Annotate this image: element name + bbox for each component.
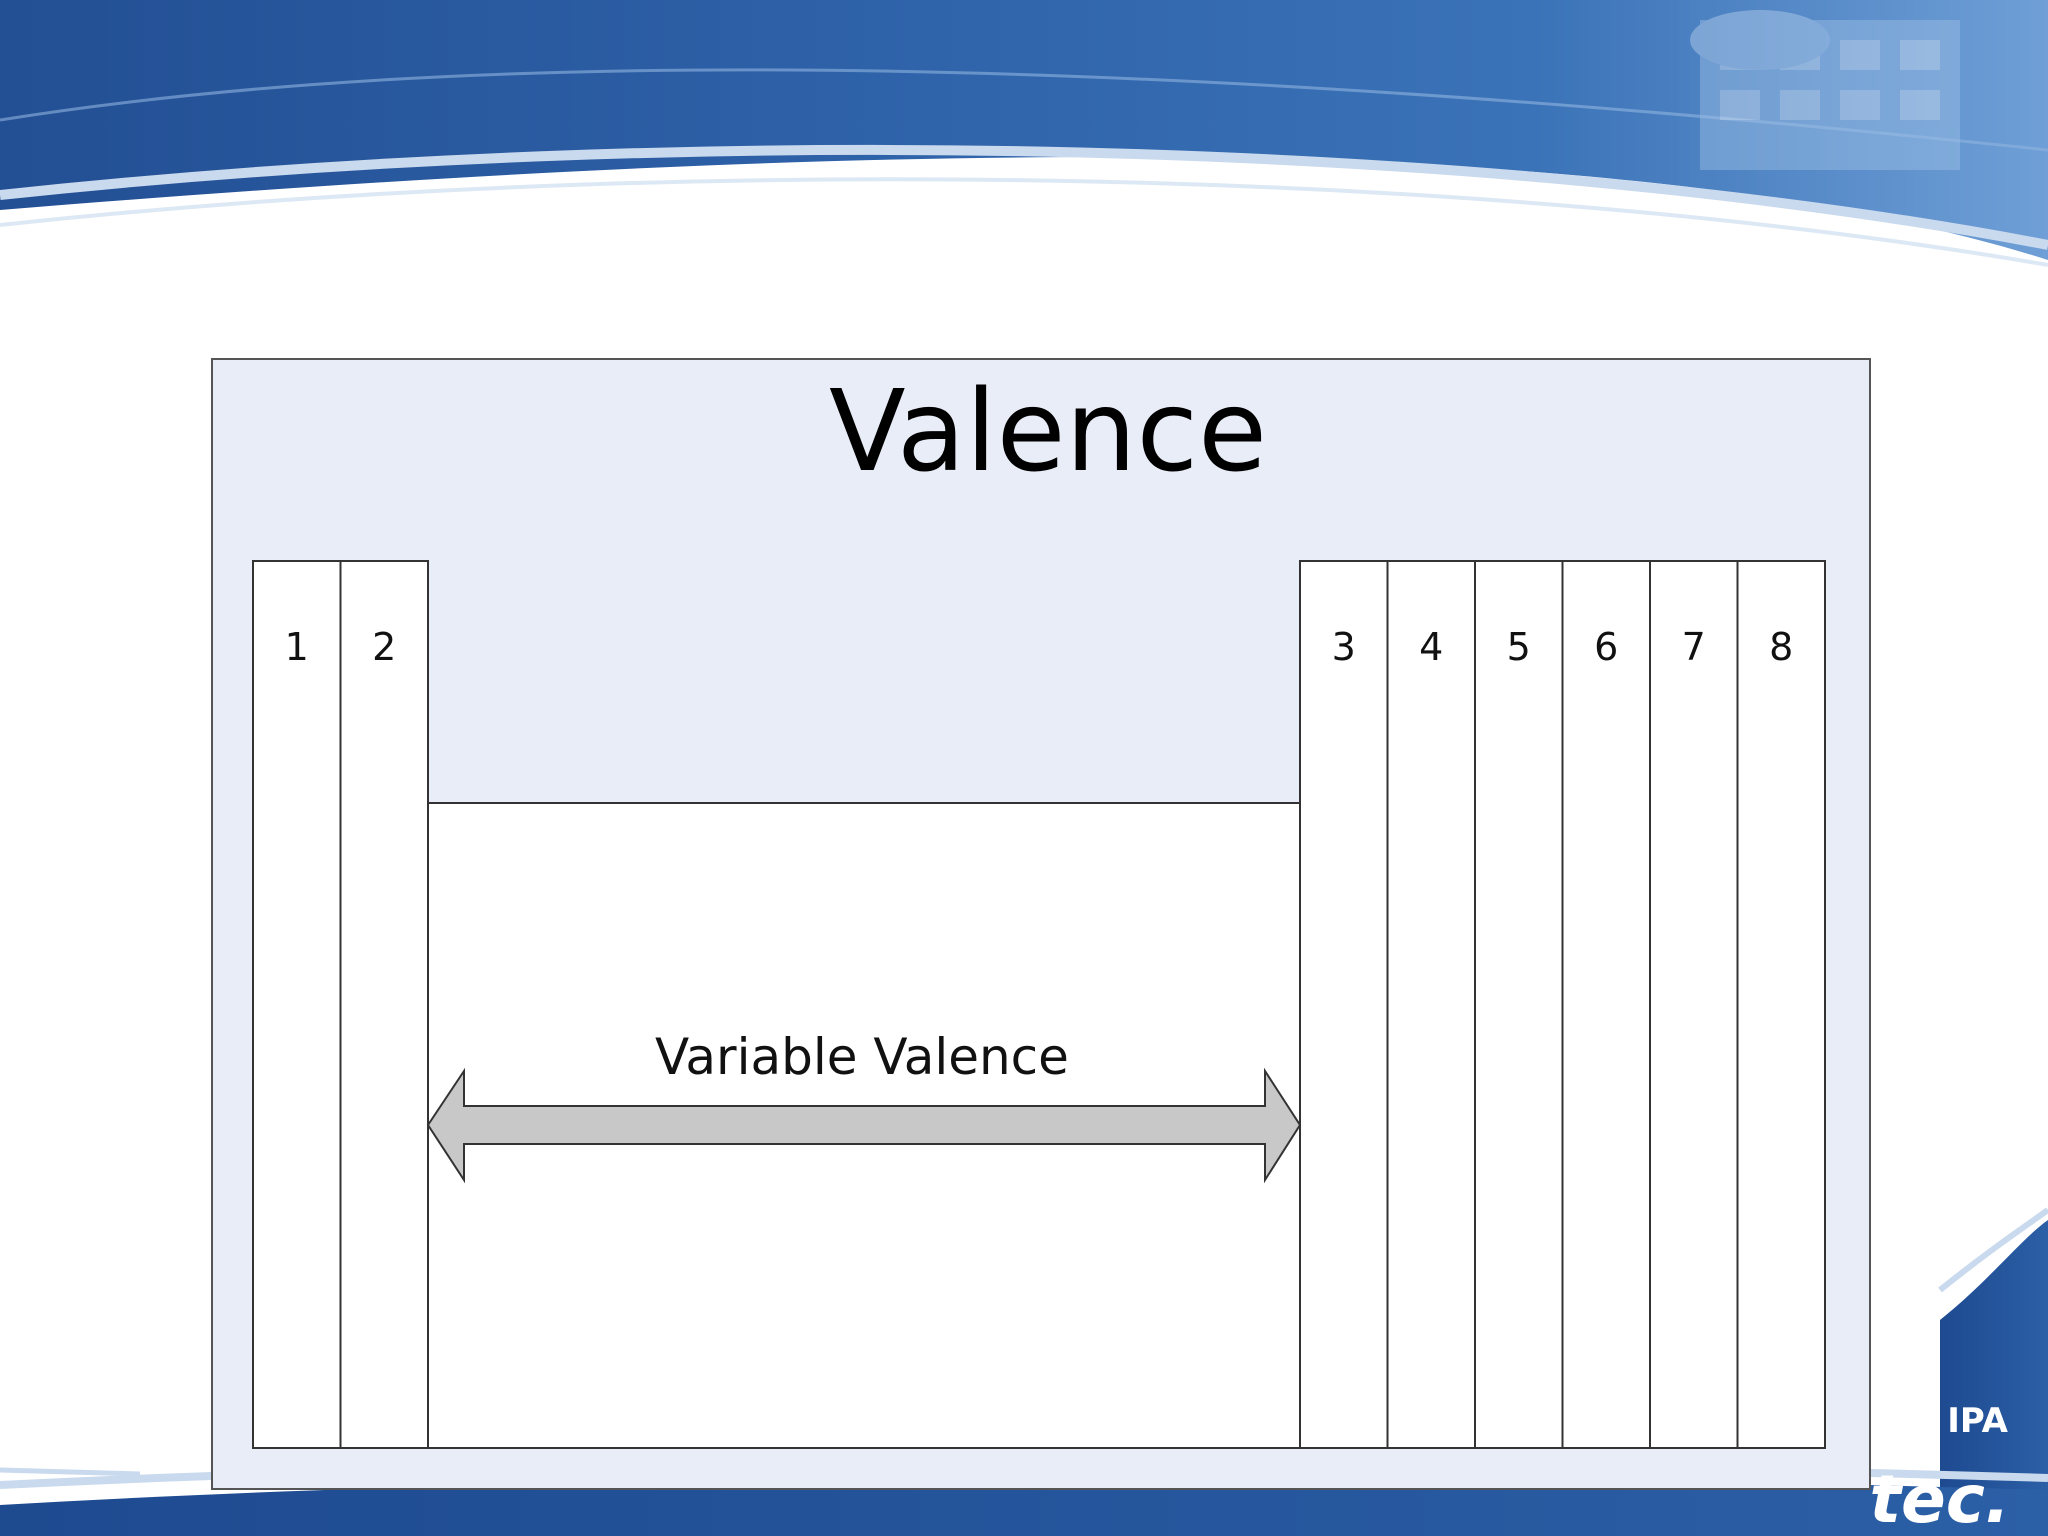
logo-line2: tec. [1869,1461,2010,1536]
group-label-7: 7 [1682,625,1706,669]
group-column-6 [1561,560,1651,1449]
group-column-8 [1736,560,1826,1449]
bottom-right-swoosh [1940,1220,2048,1536]
group-label-3: 3 [1332,625,1356,669]
group-column-1 [252,560,342,1449]
top-banner [0,0,2048,260]
logo-line1: IPA [1947,1401,2008,1441]
diagram-title: Valence [829,367,1267,497]
group-column-3 [1299,560,1389,1449]
group-label-1: 1 [285,625,309,669]
group-column-4 [1386,560,1476,1449]
bottom-swoosh [0,1476,2048,1536]
double-arrow [426,1067,1302,1184]
top-swoosh-line [0,144,2048,250]
group-label-8: 8 [1769,625,1793,669]
group-label-4: 4 [1419,625,1443,669]
group-column-5 [1474,560,1564,1449]
building-image [1690,10,1960,170]
group-label-5: 5 [1507,625,1531,669]
arrow-label: Variable Valence [655,1028,1069,1086]
ipa-tec-logo: IPA tec. [1869,1401,2010,1536]
top-swoosh-line-thin [0,177,2048,267]
group-label-6: 6 [1594,625,1618,669]
right-group-columns: 3 4 5 6 7 8 [1299,560,1826,1449]
group-label-2: 2 [372,625,396,669]
group-column-7 [1649,560,1739,1449]
top-banner-highlight [0,68,2048,152]
group-column-2 [339,560,429,1449]
